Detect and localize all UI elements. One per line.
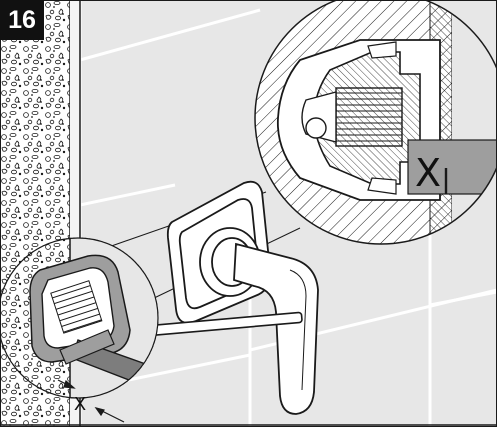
cross-section-detail: X	[254, 0, 497, 245]
gauge-block	[407, 139, 497, 195]
wall-gap-label: X	[74, 394, 86, 415]
wall-gap-dimension	[57, 379, 125, 423]
mixer-valve	[166, 180, 319, 415]
detail-gap-label: X	[415, 151, 441, 195]
step-number-badge: 16	[0, 0, 44, 40]
handle	[233, 242, 319, 415]
